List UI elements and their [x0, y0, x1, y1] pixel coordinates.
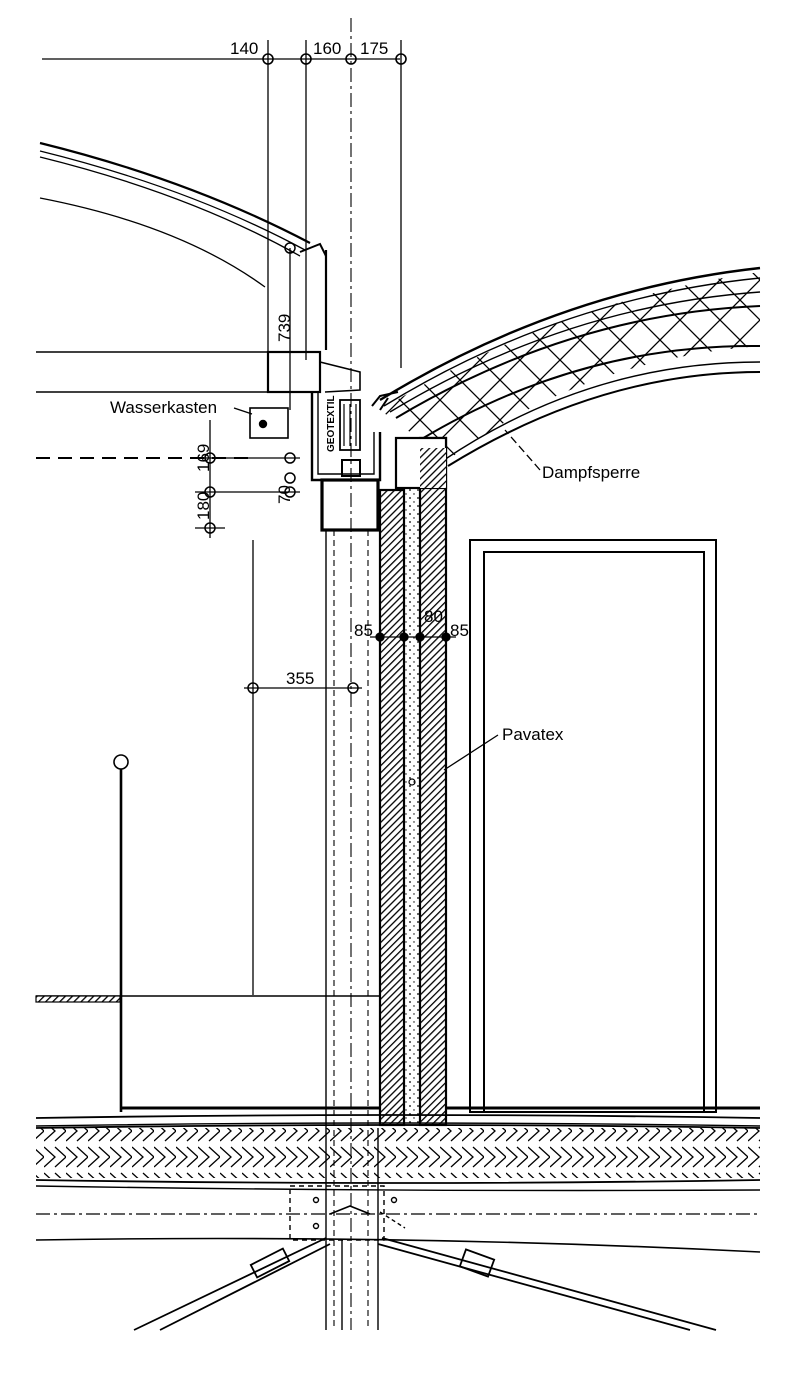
- dimension-355: [244, 540, 362, 995]
- leader-dampfsperre: [504, 429, 541, 471]
- dim-85-left: 85: [354, 621, 373, 640]
- diagonal-struts: [133, 1237, 717, 1331]
- base-node: [289, 1185, 406, 1241]
- dim-top-175: 175: [360, 39, 388, 58]
- dim-80: 80: [424, 607, 443, 626]
- wall-dimension-chain: [370, 632, 456, 642]
- dim-85-right: 85: [450, 621, 469, 640]
- leader-wasserkasten: [233, 407, 253, 415]
- center-axis: [333, 18, 369, 1330]
- label-dampfsperre: Dampfsperre: [542, 463, 640, 482]
- door-frame: [469, 539, 717, 1113]
- top-dimension-chain: [42, 40, 407, 368]
- eaves-block: [36, 250, 361, 394]
- dim-180: 180: [194, 492, 213, 520]
- lower-column: [325, 530, 379, 1330]
- label-pavatex: Pavatex: [502, 725, 564, 744]
- wasserkasten-box: [249, 392, 389, 532]
- dim-739: 739: [275, 314, 294, 342]
- dim-top-140: 140: [230, 39, 258, 58]
- wall-section: [378, 436, 448, 1127]
- dim-70: 70: [275, 485, 294, 504]
- geotextil-label: GEOTEXTIL: [326, 395, 337, 452]
- label-wasserkasten: Wasserkasten: [110, 398, 217, 417]
- left-dimension-chain: [36, 420, 300, 538]
- right-roof: [371, 266, 761, 467]
- dim-355: 355: [286, 669, 314, 688]
- left-interior: [35, 754, 380, 1112]
- floor-beam: [35, 1106, 761, 1253]
- dim-top-160: 160: [313, 39, 341, 58]
- dim-169: 169: [194, 444, 213, 472]
- left-roof: [39, 141, 327, 410]
